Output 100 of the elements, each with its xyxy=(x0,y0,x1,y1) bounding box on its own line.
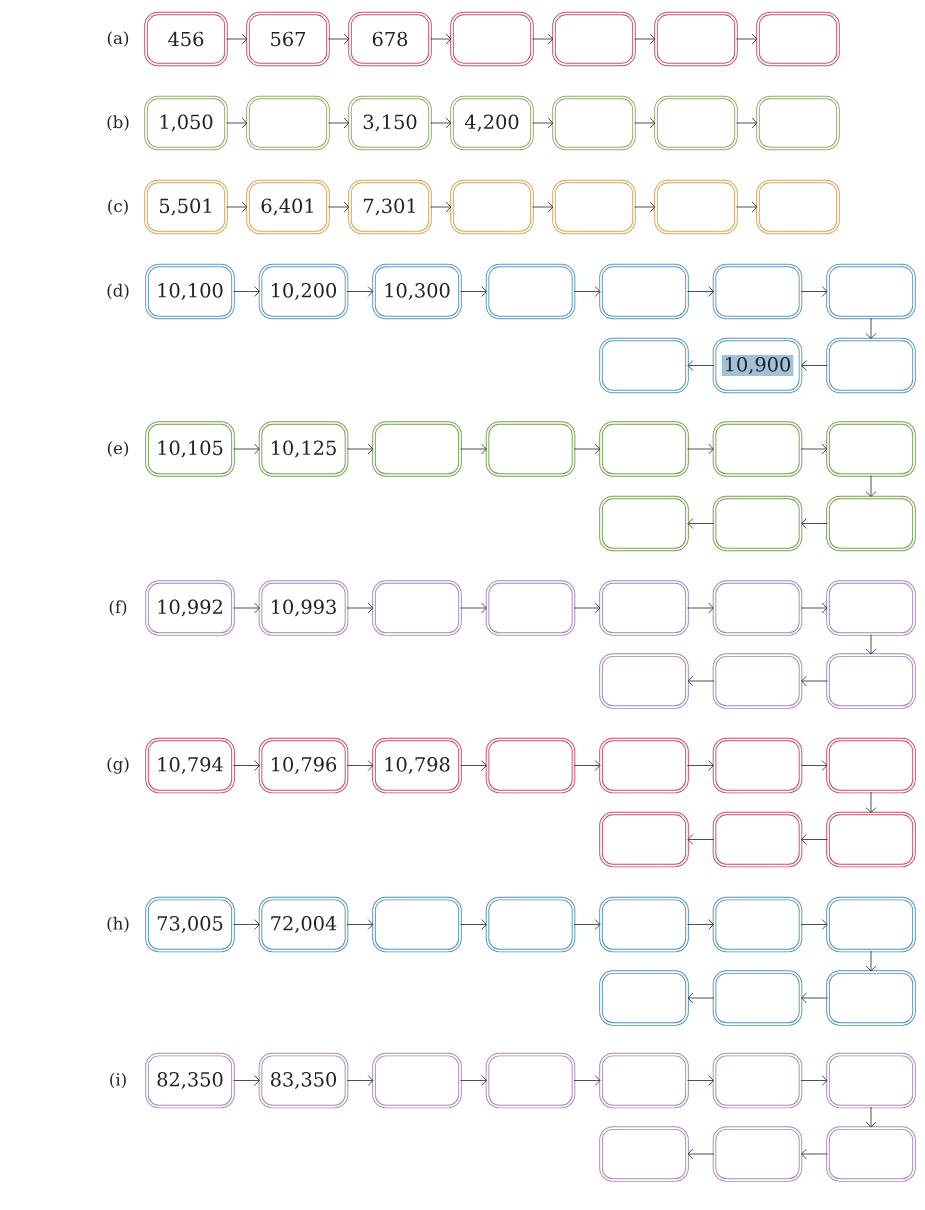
answer-box xyxy=(246,95,330,151)
answer-box xyxy=(712,495,803,552)
arrow xyxy=(865,475,877,497)
answer-box xyxy=(712,737,803,794)
answer-box xyxy=(599,1052,689,1109)
number-box: 10,300 xyxy=(372,263,462,320)
arrow xyxy=(328,117,350,129)
answer-box xyxy=(712,1052,803,1109)
row-label: (c) xyxy=(108,199,128,215)
answer-box xyxy=(552,95,636,151)
arrow xyxy=(346,760,374,771)
arrow xyxy=(460,286,487,297)
arrow xyxy=(532,201,554,213)
answer-box xyxy=(826,580,916,636)
arrow xyxy=(801,992,828,1004)
number-box: 10,200 xyxy=(258,263,349,320)
arrow xyxy=(346,1075,374,1086)
number-box: 3,150 xyxy=(348,95,432,151)
arrow xyxy=(430,201,452,213)
arrow xyxy=(687,919,714,930)
answer-box xyxy=(826,653,916,709)
row-label: (g) xyxy=(107,757,129,774)
number-box: 7,301 xyxy=(348,179,432,235)
arrow xyxy=(800,443,828,455)
arrow xyxy=(865,317,877,339)
arrow xyxy=(460,602,487,614)
arrow xyxy=(460,919,487,930)
arrow xyxy=(687,992,715,1004)
arrow xyxy=(573,1075,601,1086)
number-box: 10,992 xyxy=(145,580,235,636)
number-box: 10,796 xyxy=(258,737,349,794)
arrow xyxy=(687,1148,715,1160)
arrow xyxy=(736,201,758,213)
arrow xyxy=(233,286,260,297)
answer-box xyxy=(826,737,916,794)
answer-box xyxy=(756,11,840,67)
number-box: 10,798 xyxy=(372,737,462,794)
number-box: 678 xyxy=(348,11,432,67)
arrow xyxy=(460,443,487,455)
answer-box xyxy=(712,896,803,953)
answer-box xyxy=(599,737,689,794)
number-box: 567 xyxy=(246,11,330,67)
answer-box xyxy=(826,811,916,868)
arrow xyxy=(801,360,828,371)
arrow xyxy=(573,602,601,614)
arrow xyxy=(687,1075,714,1086)
answer-box xyxy=(485,737,576,794)
arrow xyxy=(430,33,452,45)
answer-box xyxy=(712,970,803,1026)
number-box: 10,794 xyxy=(145,737,235,794)
number-box: 10,100 xyxy=(145,263,235,320)
row-label: (h) xyxy=(107,916,129,933)
arrow xyxy=(800,1075,828,1086)
answer-box xyxy=(712,263,803,320)
arrow xyxy=(346,919,374,930)
arrow xyxy=(460,760,487,771)
answer-box xyxy=(654,11,738,67)
arrow xyxy=(865,950,877,972)
number-box: 82,350 xyxy=(145,1052,235,1109)
arrow xyxy=(801,834,828,845)
arrow xyxy=(532,117,554,129)
arrow xyxy=(532,33,554,45)
answer-box xyxy=(654,179,738,235)
arrow xyxy=(573,443,601,455)
row-label: (b) xyxy=(107,115,129,131)
number-box: 4,200 xyxy=(450,95,534,151)
answer-box xyxy=(372,421,462,477)
number-box: 73,005 xyxy=(145,896,235,953)
answer-box xyxy=(599,653,689,709)
answer-box xyxy=(372,580,462,636)
arrow xyxy=(346,602,374,614)
answer-box xyxy=(712,811,803,868)
number-box: 83,350 xyxy=(258,1052,349,1109)
answer-box xyxy=(756,95,840,151)
answer-box xyxy=(485,421,576,477)
arrow xyxy=(865,791,877,813)
number-box: 456 xyxy=(144,11,228,67)
arrow xyxy=(800,919,828,930)
number-box: 72,004 xyxy=(258,896,349,953)
arrow xyxy=(346,443,374,455)
answer-box xyxy=(450,11,534,67)
arrow xyxy=(736,117,758,129)
arrow xyxy=(460,1075,487,1086)
answer-box xyxy=(485,1052,576,1109)
answer-box xyxy=(599,421,689,477)
answer-box xyxy=(372,1052,462,1109)
answer-box xyxy=(826,970,916,1026)
arrow xyxy=(687,286,714,297)
arrow xyxy=(634,33,656,45)
number-box: 5,501 xyxy=(144,179,228,235)
answer-box xyxy=(654,95,738,151)
arrow xyxy=(736,33,758,45)
number-box: 6,401 xyxy=(246,179,330,235)
arrow xyxy=(346,286,374,297)
number-box: 10,993 xyxy=(258,580,349,636)
arrow xyxy=(573,286,601,297)
answer-box xyxy=(826,1126,916,1182)
arrow xyxy=(800,286,828,297)
answer-box xyxy=(450,179,534,235)
row-label: (a) xyxy=(107,31,129,47)
